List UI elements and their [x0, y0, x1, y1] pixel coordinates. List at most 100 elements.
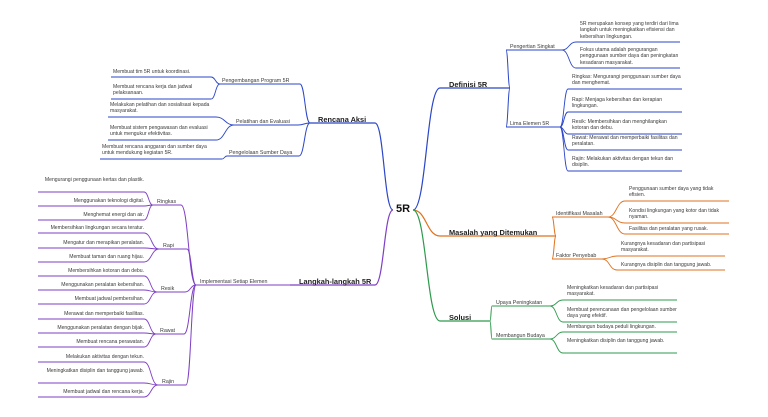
langkah-rawat-label: Rawat: [160, 328, 176, 334]
langkah-resik-item: Menggunakan peralatan kebersihan.: [61, 282, 144, 288]
implementasi-label: Implementasi Setiap Elemen: [200, 279, 268, 285]
langkah-rapi-link: [186, 248, 197, 286]
masalah-faktor-label: Faktor Penyebab: [556, 253, 597, 259]
solusi-budaya-label: Membangun Budaya: [496, 333, 545, 339]
rencana-pengembangan-link: [299, 83, 311, 124]
rencana-pelatihan-leaf-link: [215, 124, 235, 141]
langkah-rawat-item: Merawat dan memperbaiki fasilitas.: [64, 311, 144, 317]
rencana-pelatihan-item: Membuat sistem pengawasan dan evaluasi u…: [110, 125, 208, 138]
masalah-identifikasi-link: [551, 216, 557, 237]
definisi-pengertian-item: 5R merupakan konsep yang terdiri dari li…: [580, 21, 679, 40]
langkah-rawat-item: Membuat rencana perawatan.: [76, 339, 144, 345]
langkah-resik-label: Resik: [161, 286, 175, 292]
masalah-identifikasi-item: Fasilitas dan peralatan yang rusak.: [629, 226, 708, 232]
solusi-upaya-leaf-link: [549, 299, 564, 307]
masalah-identifikasi-item: Kondisi lingkungan yang kotor dan tidak …: [629, 208, 720, 221]
solusi-title: Solusi: [449, 313, 472, 322]
definisi-title: Definisi 5R: [449, 80, 488, 89]
rencana-pengembangan-item: Membuat rencana kerja dan jadwal pelaksa…: [113, 84, 193, 97]
langkah-ringkas-item: Mengurangi penggunaan kertas dan plastik…: [44, 177, 144, 183]
definisi-pengertian-leaf-link: [561, 41, 577, 51]
definisi-lima-leaf-link: [559, 88, 569, 128]
definisi-pengertian-link: [505, 49, 511, 89]
definisi-lima-item: Rawat: Merawat dan memperbaiki fasilitas…: [572, 135, 678, 148]
masalah-faktor-item: Kurangnya disiplin dan tanggung jawab.: [621, 262, 712, 268]
solusi-upaya-item: Meningkatkan kesadaran dan partisipasi m…: [567, 285, 659, 298]
langkah-rapi-item: Membersihkan lingkungan secara teratur.: [50, 225, 144, 231]
langkah-ringkas-leaf-link: [143, 191, 154, 206]
langkah-resik-item: Membersihkan kotoran dan debu.: [68, 268, 144, 274]
rencana-pengembangan-label: Pengembangan Program 5R: [222, 78, 290, 84]
definisi-lima-item: Rapi: Menjaga kebersihan dan kerapian li…: [572, 97, 663, 110]
langkah-ringkas-label: Ringkas: [157, 199, 177, 205]
masalah-identifikasi-label: Identifikasi Masalah: [556, 211, 603, 217]
solusi-upaya-label: Upaya Peningkatan: [496, 300, 543, 306]
solusi-budaya-item: Membangun budaya peduli lingkungan.: [567, 324, 656, 330]
langkah-rajin-item: Membuat jadwal dan rencana kerja.: [63, 389, 144, 395]
rencana-pengelolaan-item: Membuat rencana anggaran dan sumber daya…: [102, 144, 207, 157]
langkah-resik-item: Membuat jadwal pembersihan.: [74, 296, 144, 302]
rencana-pengelolaan-link: [298, 122, 311, 157]
rencana-link: [374, 122, 394, 211]
masalah-identifikasi-leaf-link: [607, 216, 626, 235]
masalah-link: [412, 209, 441, 237]
langkah-rajin-link: [185, 284, 197, 386]
definisi-lima-item: Rajin: Melakukan aktivitas dengan tekun …: [572, 156, 674, 169]
masalah-faktor-item: Kurangnya kesadaran dan partisipasi masy…: [621, 241, 706, 254]
rencana-pengembangan-leaf-link: [210, 83, 221, 100]
langkah-rapi-label: Rapi: [163, 243, 174, 249]
langkah-rajin-item: Melakukan aktivitas dengan tekun.: [65, 354, 144, 360]
langkah-resik-leaf-link: [143, 291, 158, 305]
definisi-lima-leaf-link: [559, 126, 569, 172]
langkah-rajin-label: Rajin: [162, 379, 175, 385]
rencana-pelatihan-item: Melakukan pelatihan dan sosialisasi kepa…: [110, 102, 210, 115]
rencana-title: Rencana Aksi: [318, 115, 367, 124]
langkah-resik-leaf-link: [143, 275, 158, 293]
langkah-rajin-leaf-link: [143, 384, 159, 398]
langkah-rawat-leaf-link: [143, 333, 157, 348]
masalah-identifikasi-leaf-link: [607, 200, 626, 218]
root-node: 5R: [395, 203, 411, 215]
langkah-rajin-item: Meningkatkan disiplin dan tanggung jawab…: [46, 368, 144, 374]
langkah-ringkas-item: Menggunakan teknologi digital.: [73, 198, 144, 204]
solusi-upaya-leaf-link: [549, 305, 564, 323]
langkah-rapi-item: Membuat taman dan ruang hijau.: [69, 254, 144, 260]
solusi-budaya-leaf-link: [549, 331, 564, 340]
langkah-link: [374, 209, 394, 286]
definisi-lima-leaf-link: [559, 111, 569, 128]
solusi-upaya-link: [489, 305, 493, 322]
rencana-pelatihan-leaf-link: [215, 116, 235, 126]
solusi-upaya-item: Membuat perencanaan dan pengelolaan sumb…: [567, 307, 677, 320]
definisi-link: [412, 87, 441, 211]
rencana-pengembangan-leaf-link: [210, 76, 221, 85]
solusi-budaya-item: Meningkatkan disiplin dan tanggung jawab…: [567, 338, 665, 344]
definisi-pengertian-leaf-link: [561, 49, 577, 69]
langkah-title: Langkah-langkah 5R: [299, 277, 372, 286]
definisi-pengertian-label: Pengertian Singkat: [510, 44, 555, 50]
langkah-ringkas-item: Menghemat energi dan air.: [83, 212, 144, 218]
definisi-lima-item: Resik: Membersihkan dan menghilangkan ko…: [572, 119, 667, 132]
rencana-pelatihan-label: Pelatihan dan Evaluasi: [236, 119, 290, 125]
solusi-budaya-leaf-link: [549, 338, 564, 354]
langkah-rawat-leaf-link: [143, 318, 157, 335]
langkah-rawat-item: Menggunakan peralatan dengan bijak.: [57, 325, 144, 331]
masalah-faktor-leaf-link: [601, 258, 618, 271]
rencana-pengelolaan-leaf-link: [221, 155, 228, 160]
definisi-lima-item: Ringkas: Mengurangi penggunaan sumber da…: [572, 74, 681, 87]
masalah-faktor-link: [551, 235, 557, 260]
masalah-title: Masalah yang Ditemukan: [449, 228, 538, 237]
solusi-link: [412, 209, 441, 322]
definisi-lima-label: Lima Elemen 5R: [510, 121, 550, 127]
langkah-ringkas-link: [180, 204, 197, 286]
masalah-identifikasi-item: Penggunaan sumber daya yang tidak efisie…: [629, 186, 714, 199]
langkah-ringkas-leaf-link: [143, 204, 154, 221]
definisi-lima-link: [505, 87, 511, 128]
solusi-budaya-link: [489, 320, 493, 340]
langkah-rapi-leaf-link: [143, 232, 160, 250]
rencana-pengelolaan-label: Pengelolaan Sumber Daya: [229, 150, 293, 156]
langkah-rapi-leaf-link: [143, 248, 160, 263]
definisi-pengertian-item: Fokus utama adalah pengurangan penggunaa…: [580, 47, 679, 66]
langkah-rapi-item: Mengatur dan merapikan peralatan.: [63, 240, 144, 246]
